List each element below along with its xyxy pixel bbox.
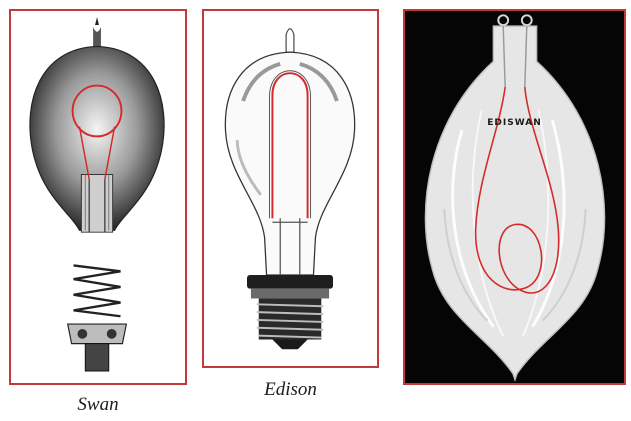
edison-caption: Edison [202,379,379,401]
swan-bulb-panel [9,9,187,385]
edison-bulb-illustration [204,11,377,366]
swan-bulb-illustration [11,11,185,383]
ediswan-bulb-label: EDISWAN [403,118,626,128]
ediswan-bulb-illustration [405,11,624,383]
swan-caption: Swan [9,394,187,416]
edison-bulb-panel [202,9,379,368]
ediswan-bulb-panel [403,9,626,385]
